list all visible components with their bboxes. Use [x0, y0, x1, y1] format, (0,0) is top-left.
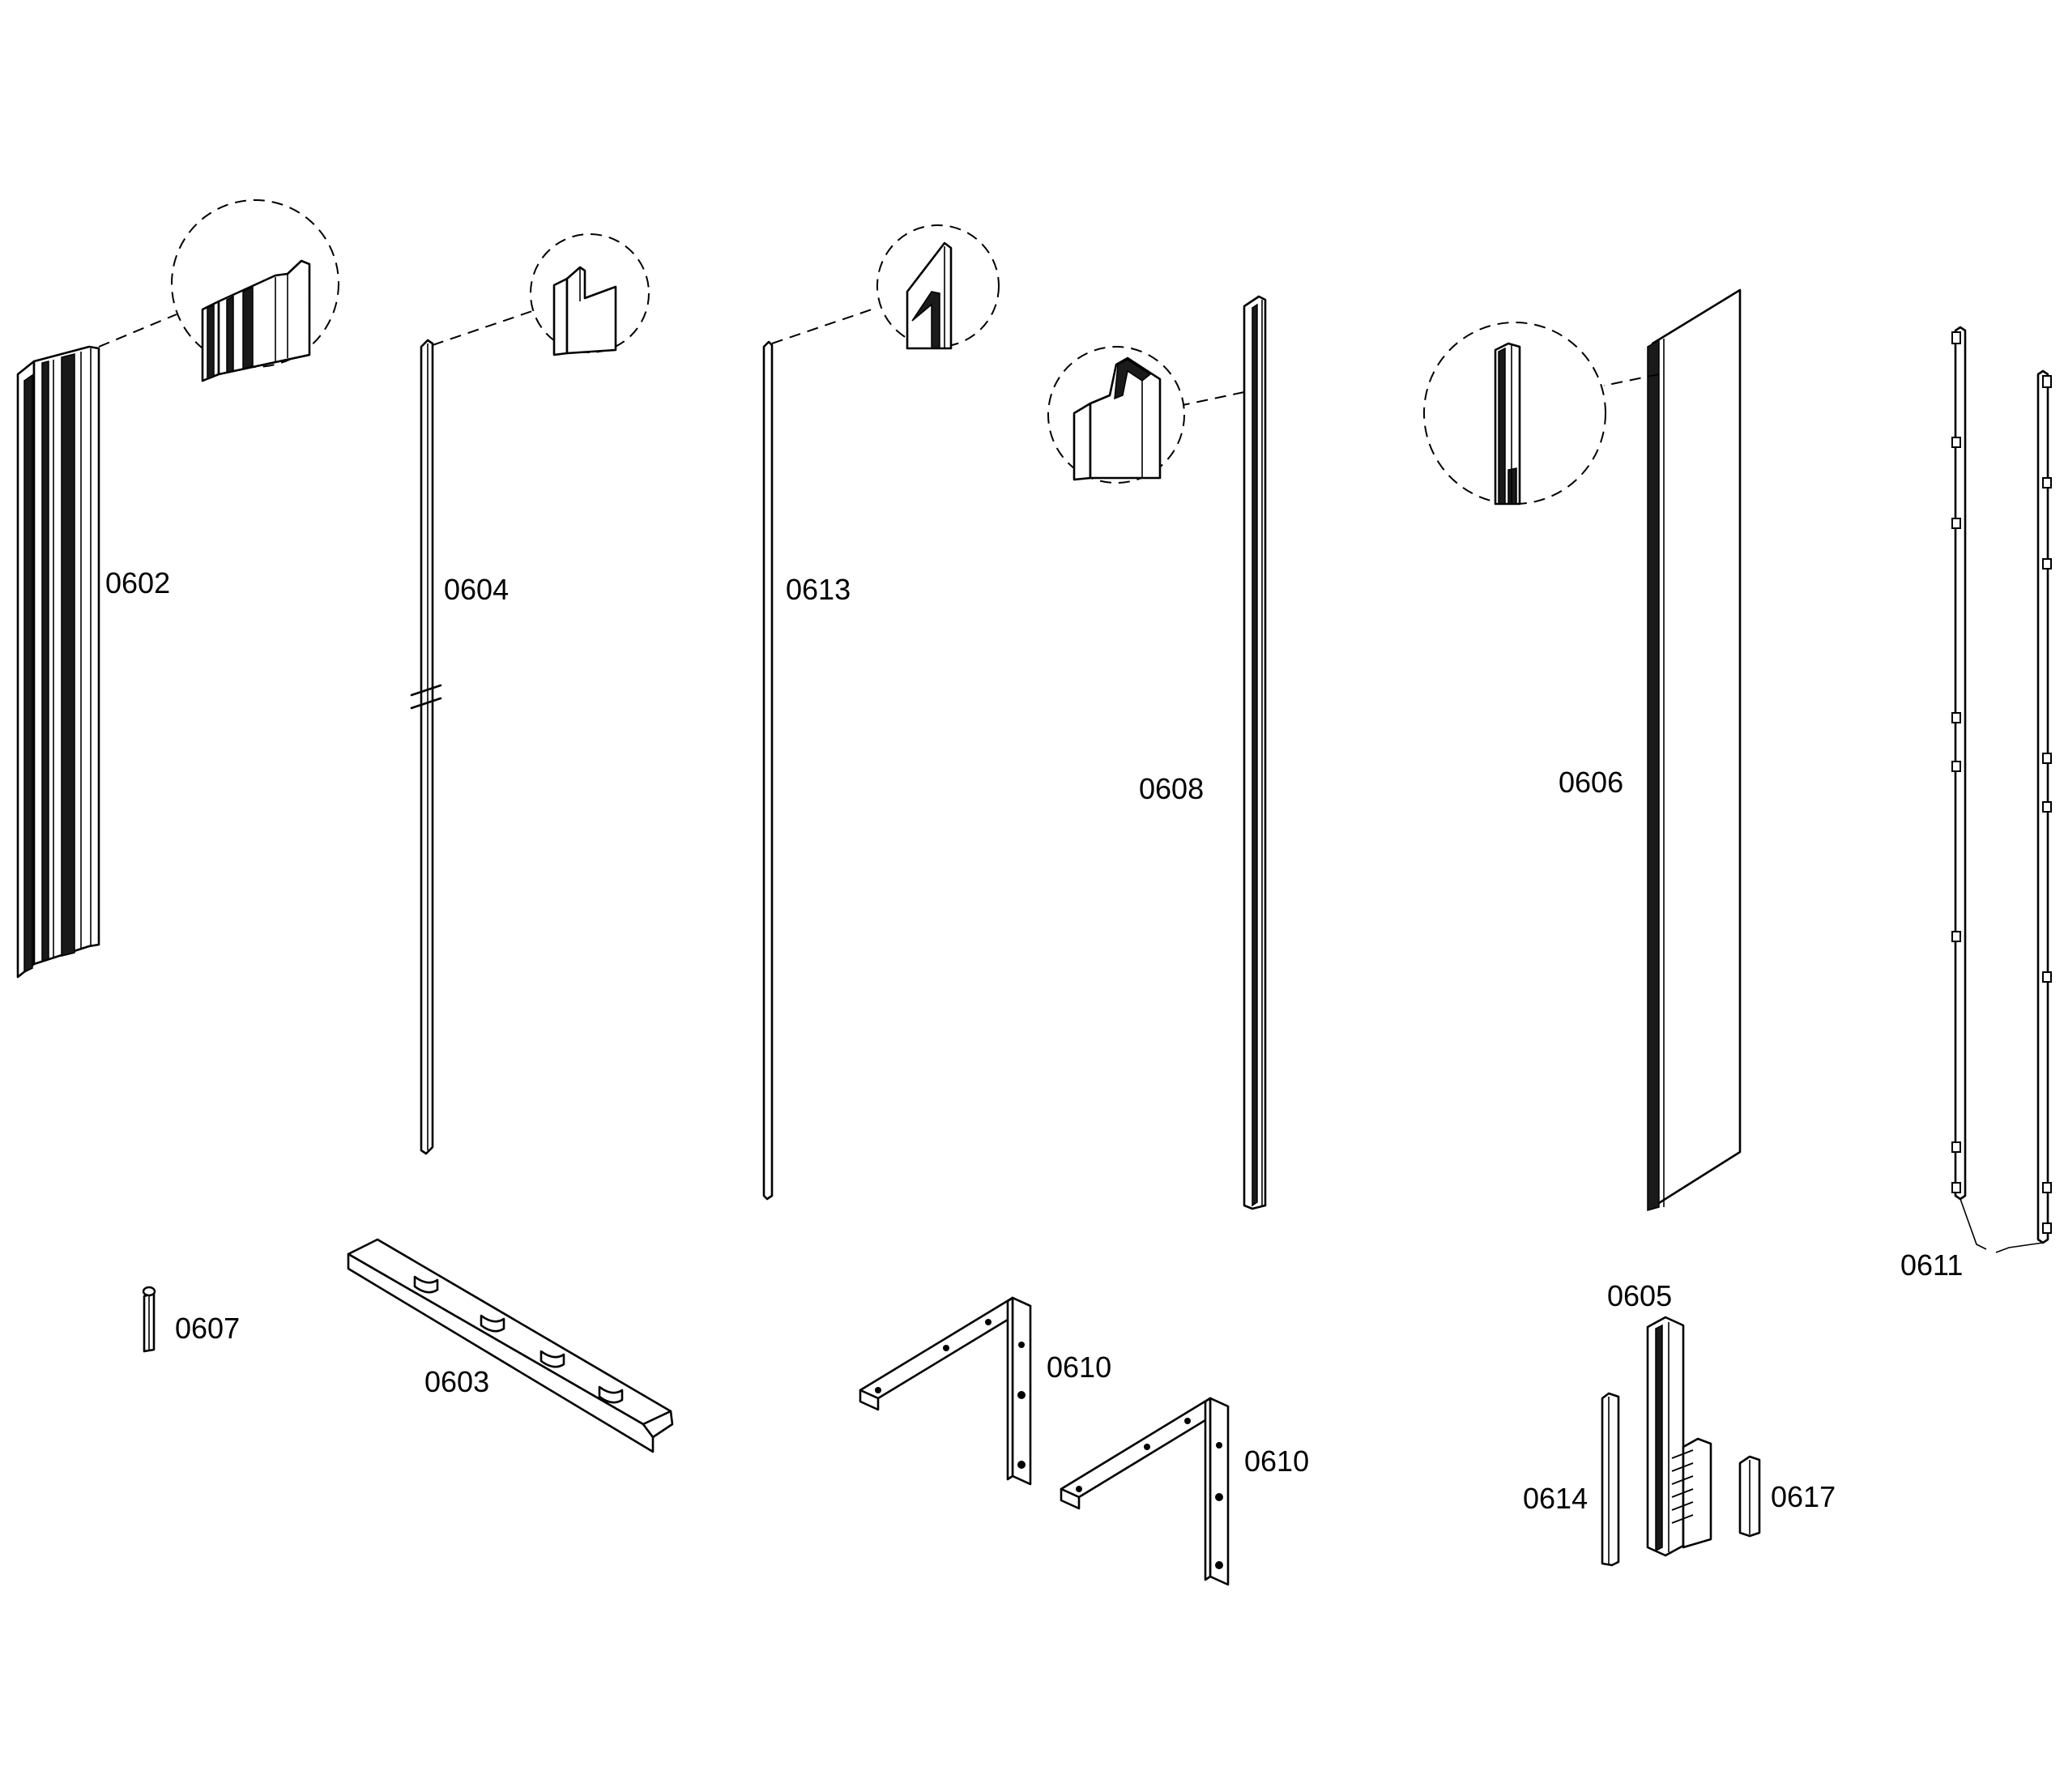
- part-0602: 0602: [16, 199, 339, 979]
- label-0614: 0614: [1523, 1482, 1588, 1515]
- label-0610-upper: 0610: [1047, 1350, 1111, 1384]
- part-0610-upper: 0610: [859, 1296, 1111, 1486]
- part-0608: 0608: [1047, 295, 1267, 1210]
- part-0614: 0614: [1523, 1392, 1620, 1567]
- part-0611: 0611: [1900, 326, 2052, 1282]
- label-0604: 0604: [444, 573, 509, 606]
- part-0617: 0617: [1738, 1455, 1836, 1538]
- label-0605: 0605: [1607, 1279, 1672, 1312]
- label-0611: 0611: [1900, 1248, 1963, 1282]
- label-0606: 0606: [1559, 766, 1623, 799]
- part-0607: 0607: [142, 1286, 240, 1353]
- label-0608: 0608: [1139, 772, 1204, 805]
- part-0604: 0604: [410, 233, 650, 1155]
- label-0607: 0607: [175, 1312, 240, 1345]
- part-0603: 0603: [347, 1238, 674, 1453]
- part-0613: 0613: [762, 224, 1000, 1201]
- label-0602: 0602: [105, 566, 170, 599]
- part-0606: 0606: [1423, 288, 1742, 1211]
- part-0605: 0605: [1607, 1279, 1712, 1557]
- label-0603: 0603: [424, 1365, 489, 1398]
- label-0613: 0613: [786, 573, 851, 606]
- part-0610-lower: 0610: [1060, 1397, 1309, 1586]
- label-0617: 0617: [1771, 1480, 1836, 1513]
- label-0610-lower: 0610: [1244, 1444, 1309, 1478]
